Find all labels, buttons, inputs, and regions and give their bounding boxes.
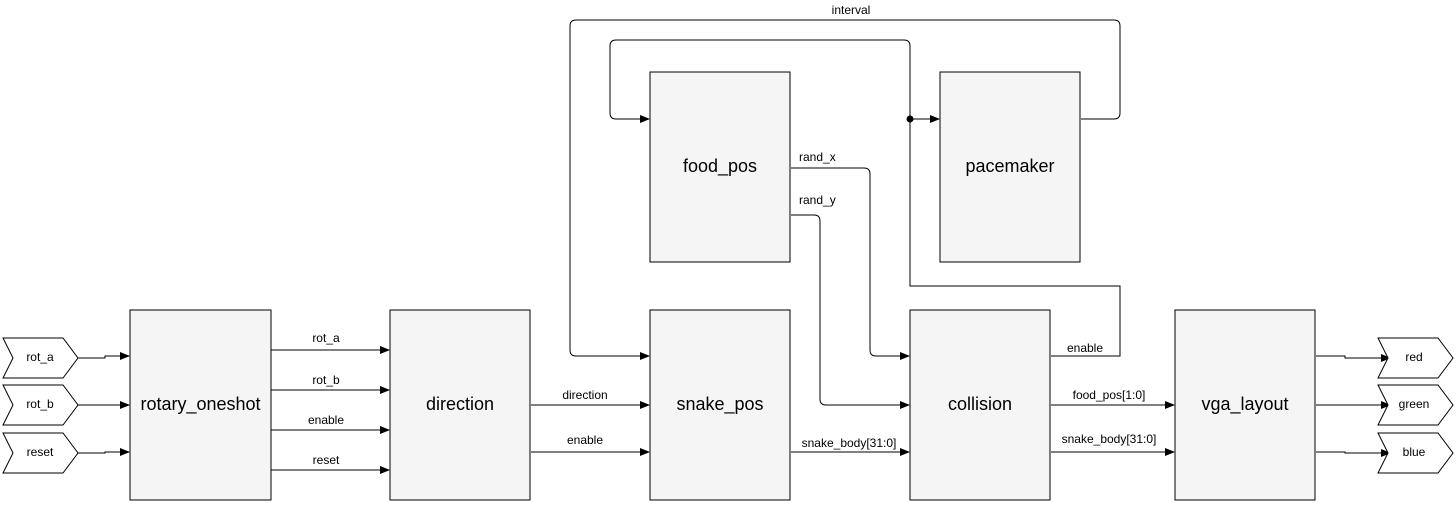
wire-rand-y [791,214,910,409]
port-label: blue [1403,445,1426,459]
label-snake-body-snake: snake_body[31:0] [802,436,897,450]
label-enable-direction: enable [567,433,603,447]
output-port-green: green [1377,384,1454,426]
block-title: rotary_oneshot [140,394,260,415]
output-port-red: red [1377,337,1454,379]
port-label: reset [27,445,54,459]
label-rand-x: rand_x [799,150,836,164]
port-label: green [1399,397,1430,411]
label-enable-collision: enable [1067,341,1103,355]
port-label: rot_a [26,350,54,364]
label-rand-y: rand_y [799,193,836,207]
block-direction: direction [389,309,531,501]
block-food-pos: food_pos [649,71,791,263]
label-enable-rotary: enable [308,413,344,427]
wire-reset-in [78,448,130,456]
block-rotary-oneshot: rotary_oneshot [129,309,272,501]
block-title: collision [948,394,1012,414]
wire-interval [569,19,1121,360]
label-rot-a: rot_a [312,331,340,345]
junction-dot [906,115,914,123]
port-label: red [1405,350,1422,364]
block-vga-layout: vga_layout [1174,309,1316,501]
wire-rot-a-in [78,352,130,360]
port-label: rot_b [26,397,54,411]
label-food-pos: food_pos[1:0] [1073,388,1146,402]
wires [78,19,1391,474]
block-title: pacemaker [965,156,1054,176]
output-port-blue: blue [1377,432,1454,474]
label-interval: interval [832,3,871,17]
label-direction: direction [562,388,607,402]
label-snake-body-collision: snake_body[31:0] [1062,432,1157,446]
wire-labels: rot_a rot_b enable reset direction enabl… [308,3,1156,467]
block-title: snake_pos [676,394,763,415]
input-port-rot-a: rot_a [2,337,79,379]
block-snake-pos: snake_pos [649,309,791,501]
block-title: direction [426,394,494,414]
block-title: vga_layout [1201,394,1288,415]
label-rot-b: rot_b [312,373,340,387]
block-collision: collision [909,309,1051,501]
wire-blue-out [1316,449,1391,457]
wire-enable-collision [609,39,1121,357]
label-reset: reset [313,453,340,467]
input-port-rot-b: rot_b [2,384,79,426]
block-pacemaker: pacemaker [939,71,1081,263]
block-title: food_pos [683,156,757,177]
wire-rand-x [791,167,910,360]
input-port-reset: reset [2,432,79,474]
wire-red-out [1316,354,1391,362]
